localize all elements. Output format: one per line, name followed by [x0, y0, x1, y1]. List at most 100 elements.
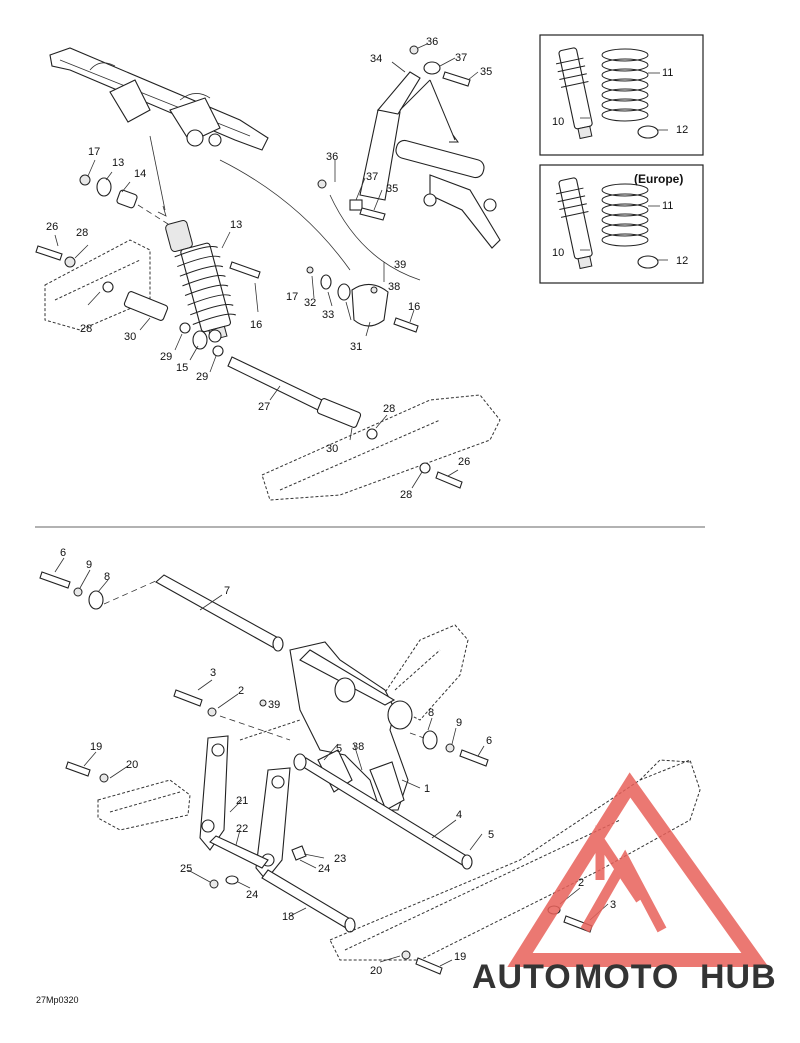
callout-28: 28: [76, 227, 88, 239]
rear-arm-right-rail: [261, 394, 501, 501]
inset-europe-callout-12: 12: [676, 255, 688, 267]
callout-16: 16: [250, 319, 262, 331]
callout-25: 25: [180, 863, 192, 875]
callout-13: 13: [112, 157, 124, 169]
upper-right-frame: [379, 624, 469, 721]
watermark: AUTO MOTO HUB: [472, 772, 777, 996]
callout-3: 3: [210, 667, 216, 679]
callout-28: 28: [80, 323, 92, 335]
link-hardware: [209, 845, 307, 889]
left-rail-bolt: [65, 761, 109, 783]
callout-32: 32: [304, 297, 316, 309]
watermark-text-hub: HUB: [700, 958, 777, 996]
callout-14: 14: [134, 168, 146, 180]
lower-cross-shaft: [293, 753, 473, 870]
upper-bolt-washer: [173, 689, 291, 741]
callout-31: 31: [350, 341, 362, 353]
callout-20: 20: [370, 965, 382, 977]
callout-29: 29: [196, 371, 208, 383]
callout-30: 30: [124, 331, 136, 343]
top-callouts: 36 37 35 34 17 13 14 36 37 35 26 28 13 3…: [46, 36, 492, 501]
callout-29: 29: [160, 351, 172, 363]
upper-bolts-and-bushings: [35, 174, 261, 279]
callout-2: 2: [238, 685, 244, 697]
right-bolt-set: [409, 730, 489, 767]
inset-standard: 11 10 12: [539, 34, 704, 156]
inset-europe-label: (Europe): [634, 172, 683, 186]
stopper-assembly: [306, 262, 419, 333]
callout-1: 1: [424, 783, 430, 795]
callout-19: 19: [454, 951, 466, 963]
upper-cross-shaft: [155, 574, 284, 652]
callout-8: 8: [428, 707, 434, 719]
callout-5: 5: [488, 829, 494, 841]
figure-code: 27Mp0320: [36, 995, 79, 1005]
inset-europe: (Europe) 11 10 12: [539, 164, 704, 284]
callout-9: 9: [86, 559, 92, 571]
upper-right-shock: [317, 45, 471, 221]
callout-36: 36: [326, 151, 338, 163]
callout-23: 23: [334, 853, 346, 865]
inset-europe-callout-11: 11: [662, 200, 673, 212]
callout-6: 6: [60, 547, 66, 559]
front-arm: [49, 47, 269, 151]
callout-15: 15: [176, 362, 188, 374]
callout-17: 17: [286, 291, 298, 303]
front-arm-yoke: [289, 641, 413, 811]
callout-3: 3: [610, 899, 616, 911]
bottom-assembly: 6 9 8 7 3 2 39 8 9 6 19 20 5 38 1 21 4 2…: [39, 547, 701, 977]
callout-26: 26: [458, 456, 470, 468]
callout-36: 36: [426, 36, 438, 48]
callout-38: 38: [352, 741, 364, 753]
callout-21: 21: [236, 795, 248, 807]
lower-left-rail: [97, 719, 301, 831]
left-bolt-set: [39, 571, 159, 610]
inset-spring-europe: [601, 183, 649, 247]
watermark-triangle-logo: [507, 772, 769, 967]
top-leader-lines: [54, 43, 479, 489]
inset-spring: [601, 48, 649, 122]
callout-37: 37: [455, 52, 467, 64]
callout-8: 8: [104, 571, 110, 583]
callout-38: 38: [388, 281, 400, 293]
callout-39: 39: [394, 259, 406, 271]
callout-17: 17: [88, 146, 100, 158]
callout-7: 7: [224, 585, 230, 597]
lower-right-rail: [329, 759, 701, 975]
callout-9: 9: [456, 717, 462, 729]
callout-35: 35: [386, 183, 398, 195]
callout-34: 34: [370, 53, 382, 65]
rear-links: [199, 735, 291, 881]
top-assembly: 36 37 35 34 17 13 14 36 37 35 26 28 13 3…: [35, 36, 501, 501]
callout-2: 2: [578, 877, 584, 889]
inset-callout-12: 12: [676, 124, 688, 136]
callout-30: 30: [326, 443, 338, 455]
bottom-leader-lines: [54, 557, 609, 967]
inset-europe-callout-10: 10: [552, 247, 564, 259]
callout-18: 18: [282, 911, 294, 923]
callout-28: 28: [383, 403, 395, 415]
inset-callout-11: 11: [662, 67, 673, 79]
callout-16: 16: [408, 301, 420, 313]
callout-22: 22: [236, 823, 248, 835]
link-shafts: [209, 835, 356, 933]
callout-24: 24: [246, 889, 258, 901]
callout-19: 19: [90, 741, 102, 753]
callout-33: 33: [322, 309, 334, 321]
rear-arm-left-rail: [44, 239, 378, 440]
rear-shock-absorber: [165, 220, 237, 343]
watermark-text-moto: MOTO: [574, 958, 679, 996]
callout-28: 28: [400, 489, 412, 501]
callout-13: 13: [230, 219, 242, 231]
right-arm: [395, 139, 501, 249]
watermark-text-auto: AUTO: [472, 958, 572, 996]
callout-5: 5: [336, 743, 342, 755]
callout-39: 39: [268, 699, 280, 711]
callout-37: 37: [366, 171, 378, 183]
callout-20: 20: [126, 759, 138, 771]
callout-4: 4: [456, 809, 462, 821]
callout-27: 27: [258, 401, 270, 413]
callout-35: 35: [480, 66, 492, 78]
